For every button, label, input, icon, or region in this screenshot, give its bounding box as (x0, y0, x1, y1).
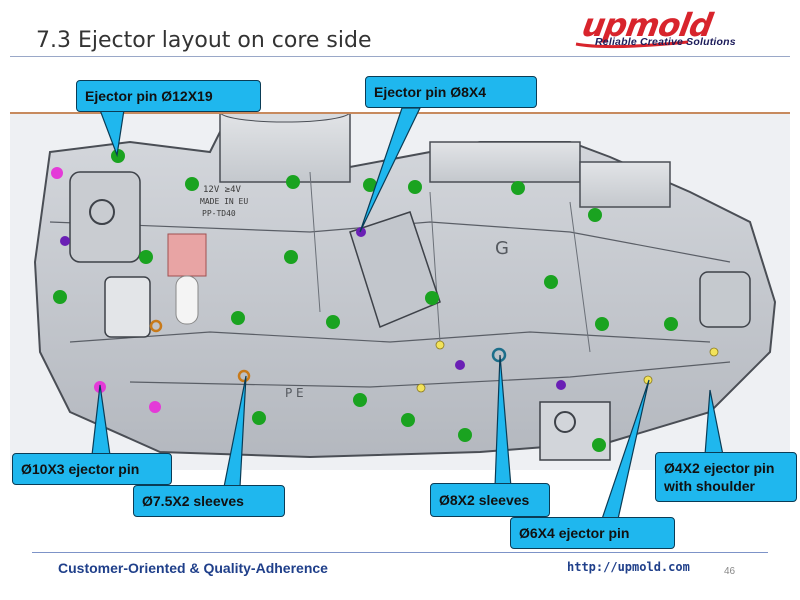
title-divider (10, 56, 790, 57)
mold-part-drawing: 12V ≥4V MADE IN EU PP-TD40 G P E (33, 112, 777, 461)
footer-url[interactable]: http://upmold.com (567, 560, 690, 574)
callout-ejector-pin-4x2-line1: Ø4X2 ejector pin (664, 460, 775, 476)
core-side-image: 12V ≥4V MADE IN EU PP-TD40 G P E (10, 112, 790, 470)
page-number: 46 (724, 566, 736, 577)
marking-g: G (495, 238, 509, 259)
image-top-rule (10, 112, 790, 114)
marking-made-in: MADE IN EU (200, 197, 248, 206)
marking-pe: P E (285, 386, 304, 400)
callout-sleeves-8x2: Ø8X2 sleeves (430, 483, 550, 517)
marking-part-code: PP-TD40 (202, 209, 236, 218)
callout-sleeves-7-5x2: Ø7.5X2 sleeves (133, 485, 285, 517)
callout-ejector-pin-12x19: Ejector pin Ø12X19 (76, 80, 261, 112)
callout-ejector-pin-4x2-line2: with shoulder (664, 478, 755, 494)
callout-ejector-pin-10x3: Ø10X3 ejector pin (12, 453, 172, 485)
upmold-logo: upmold (575, 6, 719, 49)
callout-ejector-pin-8x4: Ejector pin Ø8X4 (365, 76, 537, 108)
svg-text:upmold: upmold (576, 6, 719, 44)
logo-tagline: Reliable Creative Solutions (595, 36, 736, 48)
footer-divider (32, 552, 768, 553)
slide-title: 7.3 Ejector layout on core side (36, 28, 372, 53)
marking-voltage: 12V ≥4V (203, 185, 242, 195)
footer-tagline: Customer-Oriented & Quality-Adherence (58, 560, 328, 576)
callout-ejector-pin-6x4: Ø6X4 ejector pin (510, 517, 675, 549)
callout-ejector-pin-4x2: Ø4X2 ejector pin with shoulder (655, 452, 797, 502)
